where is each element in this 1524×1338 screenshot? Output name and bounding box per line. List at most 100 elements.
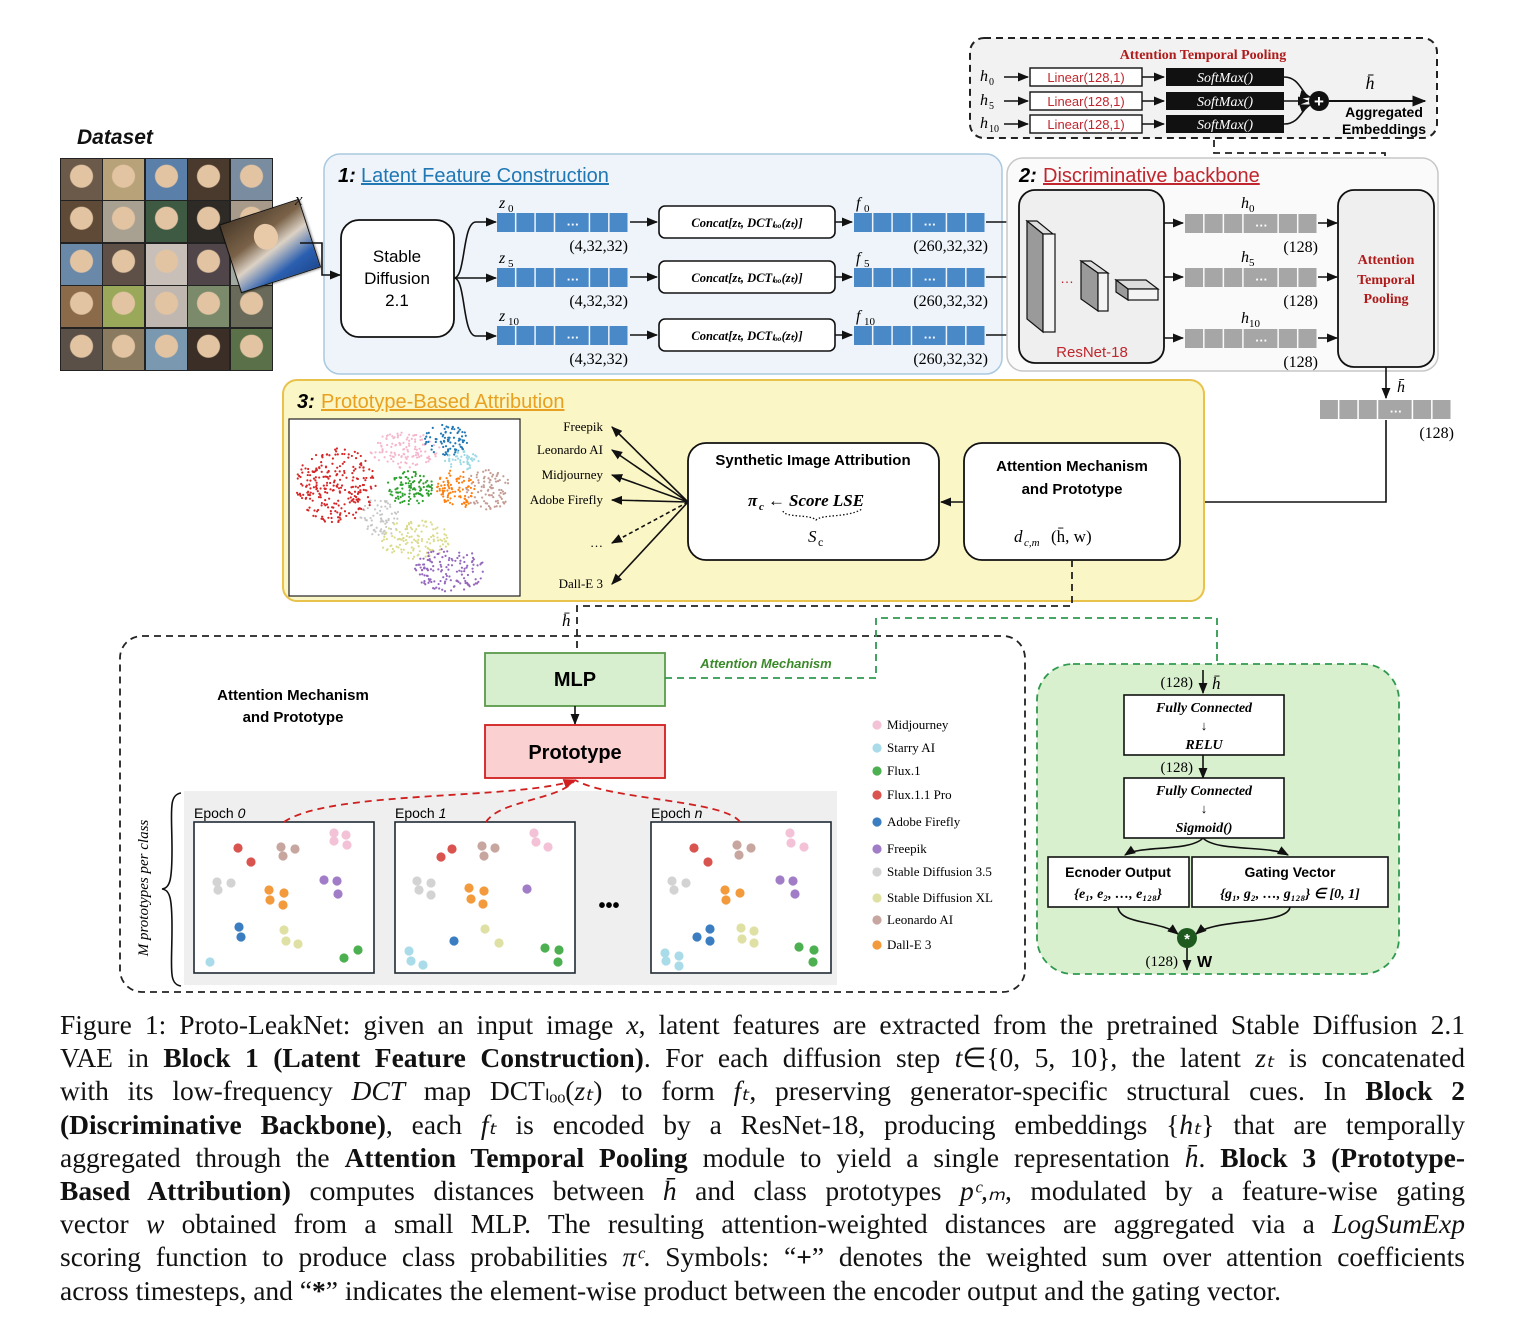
tsne-point [363, 516, 366, 520]
tsne-point [500, 488, 503, 492]
tsne-point [504, 481, 507, 484]
z-label-sub: 10 [508, 316, 520, 328]
mlp-box [484, 652, 666, 707]
tsne-point [430, 550, 433, 554]
tsne-point [393, 550, 396, 553]
resnet-layer-icon [1079, 259, 1110, 313]
tsne-point [406, 541, 409, 544]
sia-formula: π c ← Score LSE S c [748, 491, 864, 549]
tsne-point [334, 510, 337, 513]
z-shape: (4,32,32) [569, 293, 628, 310]
tsne-point [463, 439, 466, 442]
tsne-point [491, 475, 494, 478]
tsne-point [419, 557, 422, 560]
caption-text: and class prototypes [676, 1175, 961, 1207]
tsne-point [364, 459, 367, 462]
tsne-point [411, 476, 414, 479]
tsne-point [350, 454, 353, 458]
prototype-point [480, 924, 490, 934]
tsne-point [462, 588, 466, 591]
prototype-point [332, 876, 342, 886]
caption-bold: Block 3 (Prototype- [1220, 1141, 1466, 1173]
tsne-point [405, 446, 408, 449]
tsne-point [403, 493, 406, 496]
tsne-point [421, 519, 424, 522]
tsne-point [502, 475, 505, 478]
aggregate-output-label: h̄ [1366, 73, 1375, 93]
tsne-point [296, 473, 299, 476]
caption-text: map DCTₗₒₒ( [405, 1075, 575, 1107]
vector-cell [854, 326, 872, 345]
tsne-point [427, 554, 430, 558]
tsne-point [343, 452, 346, 456]
caption-line: (Discriminative Backbone), each fₜ is en… [60, 1108, 1465, 1141]
prototype-point [720, 885, 730, 895]
softmax-label: SoftMax() [1197, 118, 1253, 133]
f-label: f [856, 250, 863, 267]
legend-swatch [872, 743, 882, 753]
legend-swatch [872, 766, 882, 776]
prototype-point [279, 925, 289, 935]
tsne-point [424, 520, 428, 523]
pooling-output-label: h̄ [1397, 379, 1405, 396]
to-encoder-arrow [1124, 837, 1204, 856]
linear-layer-label: Linear(128,1) [1047, 94, 1124, 109]
tsne-point [449, 441, 452, 444]
tsne-point [462, 556, 465, 559]
z-shape: (4,32,32) [569, 238, 628, 255]
tsne-point [352, 500, 355, 503]
tsne-point [385, 538, 388, 541]
tsne-point [409, 551, 412, 554]
tsne-point [459, 463, 463, 466]
tsne-point [466, 454, 469, 457]
tsne-point [298, 492, 302, 495]
tsne-point [300, 482, 303, 486]
tsne-point [324, 491, 327, 494]
atp-h-sub: 10 [989, 124, 999, 135]
tsne-point [426, 479, 429, 482]
tsne-point [430, 448, 433, 451]
tsne-point [466, 573, 470, 577]
tsne-point [324, 465, 328, 468]
tsne-point [336, 453, 339, 456]
vector-cell [1185, 329, 1204, 348]
tsne-point [412, 547, 415, 550]
vector-cell [1278, 268, 1297, 287]
tsne-point [369, 499, 372, 502]
tsne-point [441, 435, 444, 438]
tsne-point [446, 483, 449, 486]
prototype-point [721, 895, 731, 905]
caption-bold: Block 2 [1365, 1075, 1465, 1107]
latent-vector-z: … [497, 213, 628, 232]
tsne-point [326, 506, 330, 509]
tsne-point [447, 558, 451, 562]
tsne-point [446, 536, 449, 539]
tsne-point [374, 484, 377, 487]
tsne-point [451, 426, 454, 429]
tsne-point [407, 523, 411, 526]
tsne-point [458, 551, 461, 554]
tsne-point [348, 501, 351, 504]
vector-cell [912, 268, 946, 287]
tsne-point [338, 470, 341, 473]
tsne-point [408, 433, 411, 436]
class-label: Leonardo AI [537, 442, 603, 457]
tsne-point [430, 487, 434, 490]
vector-ellipsis: … [566, 269, 579, 284]
prototype-point [490, 843, 500, 853]
tsne-point [402, 452, 405, 455]
dataset-photo [229, 327, 273, 371]
tsne-point [410, 482, 413, 485]
caption-text: Figure 1: Proto-LeakNet: given an input … [60, 1009, 627, 1040]
tsne-point [477, 481, 480, 484]
tsne-point [415, 448, 418, 451]
tsne-point [385, 437, 388, 440]
tsne-point [380, 513, 384, 516]
tsne-point [445, 578, 448, 581]
tsne-point [444, 580, 447, 583]
tsne-point [417, 538, 420, 541]
tsne-point [366, 496, 370, 499]
tsne-point [417, 502, 420, 505]
tsne-point [451, 559, 454, 562]
tsne-point [393, 478, 396, 481]
